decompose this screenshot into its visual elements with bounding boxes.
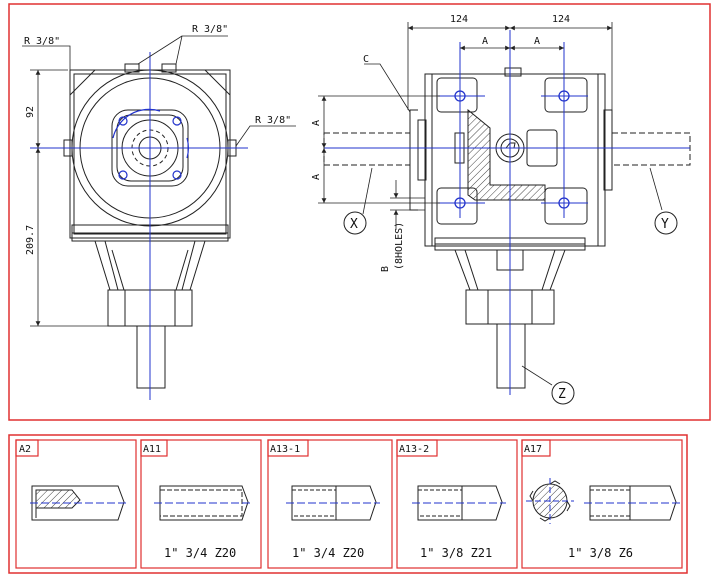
port-label-left: R 3/8" (24, 36, 60, 47)
variant-code-a11: A11 (143, 444, 161, 455)
label-b: B (380, 266, 391, 272)
port-label-top: R 3/8" (192, 24, 228, 35)
callout-z: Z (558, 387, 566, 402)
label-8-holes: (8HOLES) (394, 222, 405, 270)
variants-frame (8, 434, 688, 574)
variant-a13-2-shaft (412, 485, 506, 521)
port-label-right: R 3/8" (255, 115, 291, 126)
variant-caption-a11: 1" 3/4 Z20 (164, 546, 236, 560)
dim-a-vertical-bottom: A (311, 174, 322, 180)
variant-code-a13-1: A13-1 (270, 444, 300, 455)
main-drawing-frame (8, 3, 711, 421)
variant-panels (15, 439, 683, 569)
dim-a-vertical-top: A (311, 120, 322, 126)
dim-209-7: 209.7 (25, 225, 36, 255)
dim-124-right: 124 (552, 14, 570, 25)
callout-y: Y (661, 217, 669, 232)
right-section-hatch (467, 108, 546, 201)
callout-x: X (350, 217, 358, 232)
left-dimensions (22, 35, 296, 327)
variant-caption-a13-2: 1" 3/8 Z21 (420, 546, 492, 560)
variant-code-a2: A2 (19, 444, 31, 455)
right-side-shafts (323, 132, 691, 166)
label-c: C (363, 54, 369, 65)
variant-code-a17: A17 (524, 444, 542, 455)
dim-92: 92 (25, 106, 36, 118)
dim-124-left: 124 (450, 14, 468, 25)
right-gearbox-view (409, 67, 613, 389)
variant-code-a13-2: A13-2 (399, 444, 429, 455)
variant-a11-shaft (154, 485, 252, 521)
shaft-callouts (343, 211, 678, 405)
variant-a2-shaft (30, 485, 126, 521)
variant-a17-shaft (526, 478, 680, 524)
variant-caption-a13-1: 1" 3/4 Z20 (292, 546, 364, 560)
left-centerlines (30, 52, 248, 400)
right-dimensions (318, 22, 663, 386)
dim-a-left: A (482, 36, 488, 47)
variant-caption-a17: 1" 3/8 Z6 (568, 546, 633, 560)
right-centerlines (324, 30, 690, 395)
dim-a-right: A (534, 36, 540, 47)
variant-a13-1-shaft (286, 485, 380, 521)
